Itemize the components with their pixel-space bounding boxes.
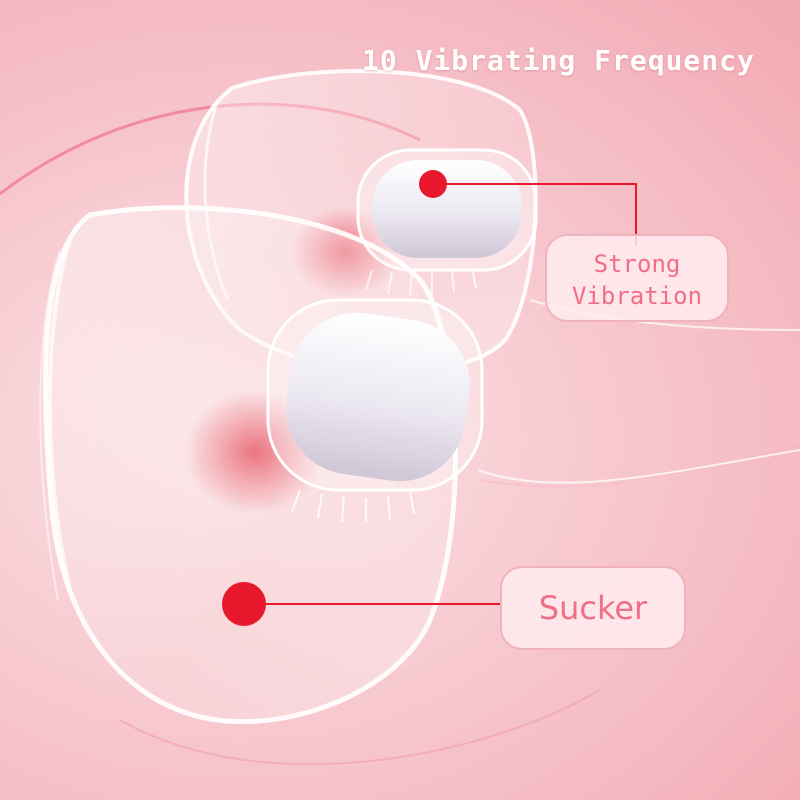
headline: 10 Vibrating Frequency <box>362 44 755 77</box>
background-arc <box>119 689 601 766</box>
sucker-marker <box>222 582 266 626</box>
vibration-leader-line <box>433 183 637 246</box>
vibration-marker <box>419 170 447 198</box>
callout-label-line1: Strong <box>593 250 681 278</box>
strong-vibration-callout: Strong Vibration <box>545 234 729 322</box>
background-arc <box>479 439 800 488</box>
cord <box>477 449 800 484</box>
sucker-callout: Sucker <box>500 566 686 650</box>
front-vibrating-bullet <box>266 298 484 523</box>
callout-label-line2: Vibration <box>571 282 703 310</box>
